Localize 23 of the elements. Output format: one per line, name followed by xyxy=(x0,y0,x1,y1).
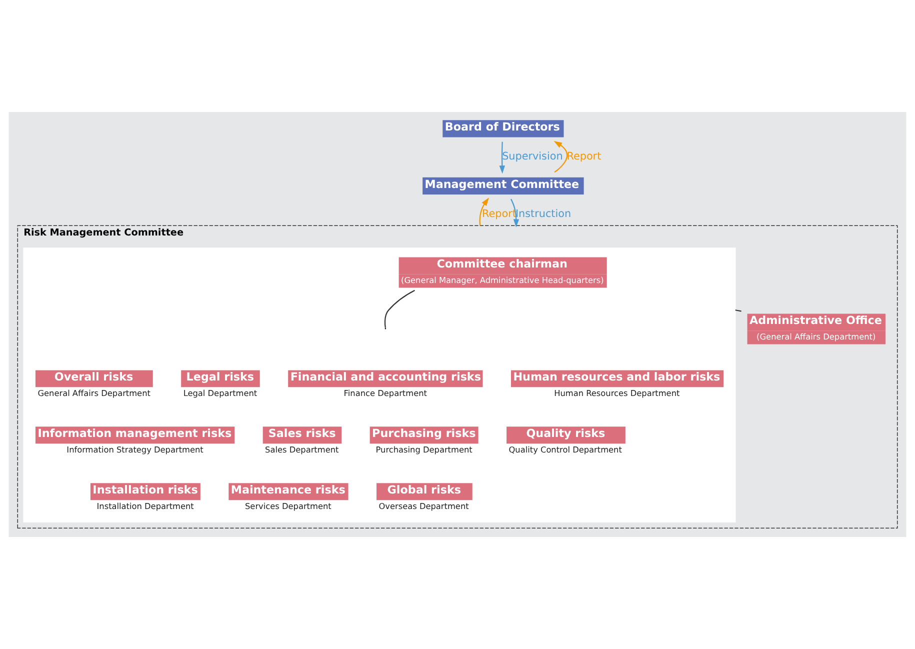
node-box: Management Committee xyxy=(422,177,584,194)
node-label: Services Department xyxy=(245,500,332,511)
cluster xyxy=(23,248,736,523)
node-label: Finance Department xyxy=(344,388,427,398)
node-label: Legal Department xyxy=(183,388,258,398)
node-label: Sales Department xyxy=(265,444,339,455)
arrow xyxy=(499,142,505,174)
node-label: Purchasing Department xyxy=(376,444,472,455)
edge-label: Instruction xyxy=(515,208,572,220)
node-label: Human Resources Department xyxy=(554,388,680,398)
connector xyxy=(735,310,742,312)
connector xyxy=(384,290,415,328)
node-label: Overseas Department xyxy=(378,500,469,511)
node-label: General Affairs Department xyxy=(38,388,150,398)
node-label: Information Strategy Department xyxy=(66,444,204,455)
node-label: Installation Department xyxy=(96,500,194,511)
edge-label: Report xyxy=(566,150,602,163)
node-box: Board of Directors xyxy=(442,120,564,138)
arrow xyxy=(479,198,489,226)
edge-label: Supervision xyxy=(502,150,563,163)
arrow xyxy=(554,141,568,173)
arrow xyxy=(510,198,520,228)
node-label: Quality Control Department xyxy=(508,444,622,455)
